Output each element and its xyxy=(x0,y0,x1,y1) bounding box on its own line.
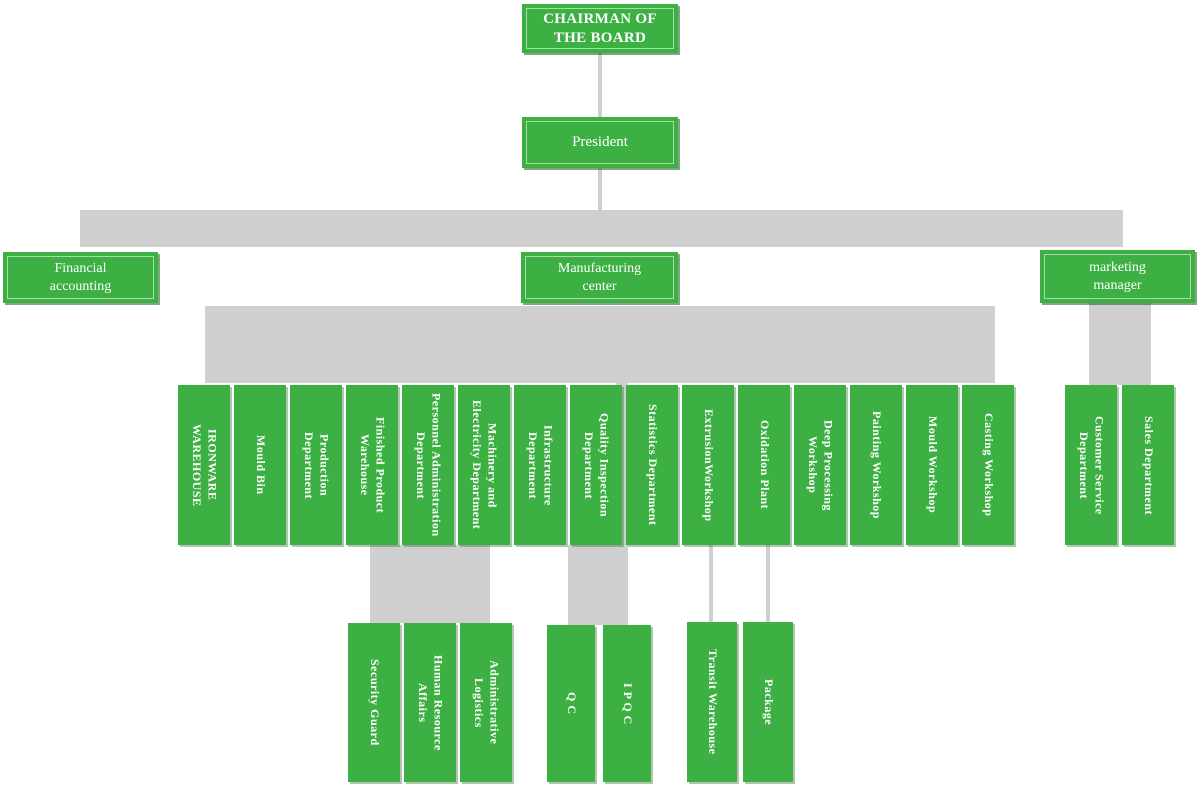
connector-oxidation-line xyxy=(766,545,770,623)
connector-level2-bar xyxy=(80,210,1123,247)
marketing-manager-label: marketing manager xyxy=(1089,260,1146,293)
sales-department-node[interactable]: Sales Department xyxy=(1122,385,1174,545)
dept-label: Human Resource Affairs xyxy=(416,654,446,751)
dept-label: Oxidation Plant xyxy=(757,420,772,510)
human-resource-affairs-node[interactable]: Human Resource Affairs xyxy=(404,623,456,782)
president-node[interactable]: President xyxy=(522,117,678,168)
dept-label: Administrative Logistics xyxy=(472,660,502,745)
dept-quality-inspection-node[interactable]: Quality Inspection Department xyxy=(570,385,622,545)
dept-label: Personnel Administration Department xyxy=(414,393,444,537)
dept-label: I P Q C xyxy=(620,682,635,725)
dept-label: Package xyxy=(761,678,776,726)
dept-deep-processing-node[interactable]: Deep Processing Workshop xyxy=(794,385,846,545)
dept-label: Mould Workshop xyxy=(925,416,940,514)
dept-label: Sales Department xyxy=(1141,415,1156,515)
connector-president-bar xyxy=(598,167,602,211)
package-node[interactable]: Package xyxy=(743,622,793,782)
dept-finished-product-warehouse-node[interactable]: Finished Product Warehouse xyxy=(346,385,398,545)
dept-mould-bin-node[interactable]: Mould Bin xyxy=(234,385,286,545)
financial-accounting-node[interactable]: Financial accounting xyxy=(3,252,158,303)
ipqc-node[interactable]: I P Q C xyxy=(603,625,651,782)
dept-label: Q C xyxy=(564,692,579,715)
dept-label: Finished Product Warehouse xyxy=(358,416,388,514)
marketing-children-row: Customer Service Department Sales Depart… xyxy=(1065,385,1174,545)
dept-mould-workshop-node[interactable]: Mould Workshop xyxy=(906,385,958,545)
production-children-row: Transit Warehouse Package xyxy=(687,622,793,782)
connector-quality-block xyxy=(568,545,628,625)
admin-children-row: Security Guard Human Resource Affairs Ad… xyxy=(348,623,512,782)
manufacturing-center-node[interactable]: Manufacturing center xyxy=(521,252,678,303)
connector-marketing-drop xyxy=(1089,303,1151,385)
dept-label: Customer Service Department xyxy=(1077,415,1107,515)
dept-extrusion-workshop-node[interactable]: ExtrusionWorkshop xyxy=(682,385,734,545)
dept-label: Mould Bin xyxy=(253,435,268,495)
department-row: IRONWARE WAREHOUSE Mould Bin Production … xyxy=(178,385,1014,545)
president-label: President xyxy=(572,134,628,151)
connector-manufacturing-bar xyxy=(205,306,995,383)
chairman-label: CHAIRMAN OF THE BOARD xyxy=(543,10,657,46)
dept-label: Infrastructure Department xyxy=(526,424,556,506)
dept-production-node[interactable]: Production Department xyxy=(290,385,342,545)
dept-label: Statistics Department xyxy=(645,404,660,526)
connector-chairman-president xyxy=(598,52,602,118)
dept-machinery-electricity-node[interactable]: Machinery and Electricity Department xyxy=(458,385,510,545)
dept-label: Production Department xyxy=(302,431,332,499)
transit-warehouse-node[interactable]: Transit Warehouse xyxy=(687,622,737,782)
dept-painting-workshop-node[interactable]: Painting Workshop xyxy=(850,385,902,545)
dept-label: Security Guard xyxy=(367,659,382,746)
quality-children-row: Q C I P Q C xyxy=(547,625,651,782)
dept-label: Quality Inspection Department xyxy=(582,412,612,517)
chairman-node[interactable]: CHAIRMAN OF THE BOARD xyxy=(522,4,678,53)
dept-ironware-warehouse-node[interactable]: IRONWARE WAREHOUSE xyxy=(178,385,230,545)
dept-label: IRONWARE WAREHOUSE xyxy=(190,423,220,507)
administrative-logistics-node[interactable]: Administrative Logistics xyxy=(460,623,512,782)
manufacturing-center-label: Manufacturing center xyxy=(557,261,642,294)
dept-personnel-administration-node[interactable]: Personnel Administration Department xyxy=(402,385,454,545)
dept-label: Machinery and Electricity Department xyxy=(470,400,500,530)
dept-casting-workshop-node[interactable]: Casting Workshop xyxy=(962,385,1014,545)
dept-label: Casting Workshop xyxy=(981,413,996,517)
dept-label: Deep Processing Workshop xyxy=(806,419,836,511)
customer-service-node[interactable]: Customer Service Department xyxy=(1065,385,1117,545)
connector-extrusion-line xyxy=(709,545,713,623)
dept-oxidation-plant-node[interactable]: Oxidation Plant xyxy=(738,385,790,545)
connector-admin-block xyxy=(370,545,490,623)
dept-label: Painting Workshop xyxy=(869,411,884,519)
dept-label: Transit Warehouse xyxy=(705,649,720,755)
dept-statistics-node[interactable]: Statistics Department xyxy=(626,385,678,545)
qc-node[interactable]: Q C xyxy=(547,625,595,782)
marketing-manager-node[interactable]: marketing manager xyxy=(1040,250,1195,303)
financial-accounting-label: Financial accounting xyxy=(49,261,112,294)
security-guard-node[interactable]: Security Guard xyxy=(348,623,400,782)
dept-label: ExtrusionWorkshop xyxy=(701,408,716,522)
dept-infrastructure-node[interactable]: Infrastructure Department xyxy=(514,385,566,545)
